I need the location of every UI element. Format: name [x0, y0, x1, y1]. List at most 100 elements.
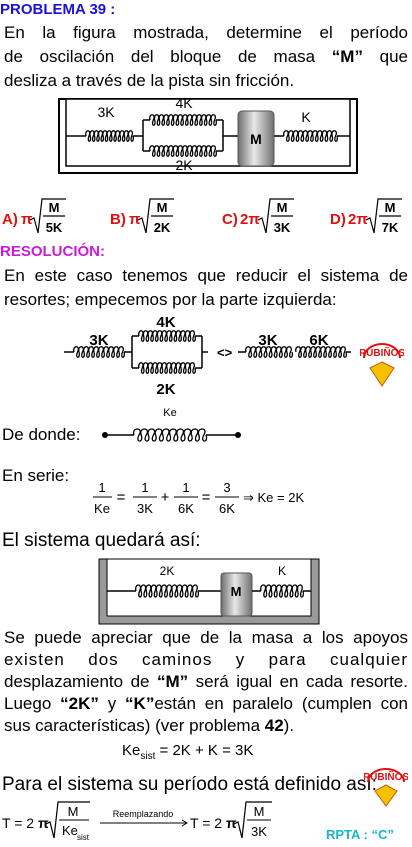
spring-k: [283, 130, 339, 142]
spring-6k: [295, 346, 348, 358]
paragraph-line-4: Luego “2K” y “K”están en paralelo (cumpl…: [4, 694, 409, 713]
label-3k: 3K: [97, 104, 115, 120]
svg-text:7K: 7K: [382, 220, 399, 235]
svg-text:Reemplazando: Reemplazando: [113, 809, 174, 819]
svg-text:5K: 5K: [46, 220, 63, 235]
spring-3k: [85, 130, 134, 142]
svg-text:M: M: [49, 200, 60, 215]
mass-block: [237, 110, 275, 167]
label-ke: Ke: [163, 407, 176, 419]
svg-text:B): B): [110, 211, 126, 228]
rubinos-logo: RUBIÑOS: [360, 343, 404, 387]
label-3k: 3K: [89, 332, 108, 349]
figure-2-spring-reduction: <> 3K 4K 2K 3K 6K: [64, 314, 351, 396]
svg-text:A): A): [2, 211, 18, 228]
en-serie-label: En serie:: [2, 466, 70, 485]
statement-line-1: En la figura mostrada, determine el perí…: [4, 23, 408, 42]
svg-text:=: =: [117, 489, 126, 506]
svg-text:3: 3: [223, 480, 230, 495]
svg-text:6K: 6K: [178, 501, 194, 516]
spring-4k: [138, 330, 197, 342]
statement-line-3: desliza a través de la pista sin fricció…: [4, 71, 295, 90]
label-6k: 6K: [309, 332, 328, 349]
problem-title: PROBLEMA 39 :: [0, 1, 116, 18]
label-2k: 2K: [175, 157, 193, 173]
svg-text:2π: 2π: [240, 211, 260, 228]
spring-2k: [149, 145, 218, 157]
ksist-formula: Kesist = 2K + K = 3K: [122, 742, 254, 762]
label-4k: 4K: [156, 314, 175, 331]
paragraph-line-5: sus características) (ver problema 42).: [4, 716, 295, 735]
svg-text:M: M: [385, 200, 396, 215]
mass-label: M: [231, 584, 242, 599]
resolution-heading: RESOLUCIÓN:: [0, 243, 105, 260]
answer-options: A) π M 5K B) π M 2K C) 2π M 3K D) 2π M 7…: [2, 198, 402, 235]
svg-text:3K: 3K: [251, 824, 267, 839]
option-b[interactable]: B) π M 2K: [110, 198, 174, 235]
spring-2k: [135, 584, 200, 598]
spring-k: [260, 584, 305, 598]
svg-text:2K: 2K: [154, 220, 171, 235]
spring-3k: [73, 346, 126, 358]
paragraph-line-3: desplazamiento de “M” será igual en cada…: [4, 672, 408, 691]
option-c[interactable]: C) 2π M 3K: [222, 198, 294, 235]
option-a[interactable]: A) π M 5K: [2, 198, 66, 235]
spring-3k-b: [245, 346, 294, 358]
option-d[interactable]: D) 2π M 7K: [330, 198, 402, 235]
spring-ke: [132, 428, 208, 442]
statement-line-2: de oscilación del bloque de masa “M” que: [4, 47, 408, 66]
spring-2k: [138, 362, 197, 374]
resolution-line-1: En este caso tenemos que reducir el sist…: [4, 266, 408, 285]
svg-text:π: π: [21, 211, 33, 228]
svg-text:sist: sist: [77, 833, 90, 842]
figure-1-spring-system: M 3K 4K 2K K: [58, 95, 358, 174]
svg-text:2π: 2π: [348, 211, 368, 228]
svg-text:6K: 6K: [219, 501, 235, 516]
paragraph-line-2: existen dos caminos y para cualquier: [4, 650, 408, 669]
label-3k-b: 3K: [258, 332, 277, 349]
equivalent-spring: Ke: [102, 407, 241, 442]
svg-text:1: 1: [141, 480, 148, 495]
label-2k: 2K: [160, 564, 175, 578]
svg-text:1: 1: [98, 480, 105, 495]
figure-3-reduced-system: M 2K K: [98, 558, 320, 625]
periodo-label: Para el sistema su período está definido…: [2, 774, 377, 795]
series-formula: 1 Ke = 1 3K + 1 6K = 3 6K ⇒ Ke = 2K: [93, 480, 304, 516]
svg-text:M: M: [157, 200, 168, 215]
svg-text:π: π: [129, 211, 141, 228]
svg-text:3K: 3K: [137, 501, 153, 516]
svg-text:RUBIÑOS: RUBIÑOS: [364, 770, 408, 783]
svg-text:π: π: [38, 815, 49, 831]
de-donde-label: De donde:: [2, 425, 81, 444]
svg-text:M: M: [254, 804, 265, 819]
svg-text:π: π: [226, 815, 237, 831]
final-period-formula: T = 2 π M Ke sist Reemplazando T = 2 π M…: [2, 801, 272, 842]
sistema-label: El sistema quedará así:: [2, 530, 201, 551]
svg-text:RUBIÑOS: RUBIÑOS: [360, 346, 404, 359]
svg-text:+: +: [161, 489, 170, 506]
svg-text:⇒ Ke = 2K: ⇒ Ke = 2K: [243, 490, 304, 505]
mass-block: [220, 572, 253, 617]
svg-text:=: =: [202, 489, 211, 506]
label-k: K: [301, 109, 311, 125]
svg-text:3K: 3K: [274, 220, 291, 235]
svg-text:C): C): [222, 211, 238, 228]
spring-4k: [149, 114, 218, 126]
equivalence-arrow: <>: [217, 345, 233, 360]
rubinos-logo: RUBIÑOS: [364, 768, 408, 807]
svg-text:Ke: Ke: [62, 823, 78, 838]
svg-text:M: M: [277, 200, 288, 215]
svg-text:1: 1: [182, 480, 189, 495]
svg-text:T = 2: T = 2: [2, 815, 34, 831]
label-2k: 2K: [156, 381, 175, 396]
svg-text:M: M: [68, 804, 79, 819]
resolution-line-2: resortes; empecemos por la parte izquier…: [4, 290, 337, 309]
svg-text:Ke: Ke: [94, 501, 110, 516]
paragraph-line-1: Se puede apreciar que de la masa a los a…: [4, 628, 408, 647]
svg-text:T = 2: T = 2: [190, 815, 222, 831]
mass-label: M: [250, 131, 262, 147]
label-4k: 4K: [175, 95, 193, 111]
answer-rpta: RPTA : “C”: [326, 827, 394, 842]
label-k: K: [278, 564, 286, 578]
svg-text:D): D): [330, 211, 346, 228]
